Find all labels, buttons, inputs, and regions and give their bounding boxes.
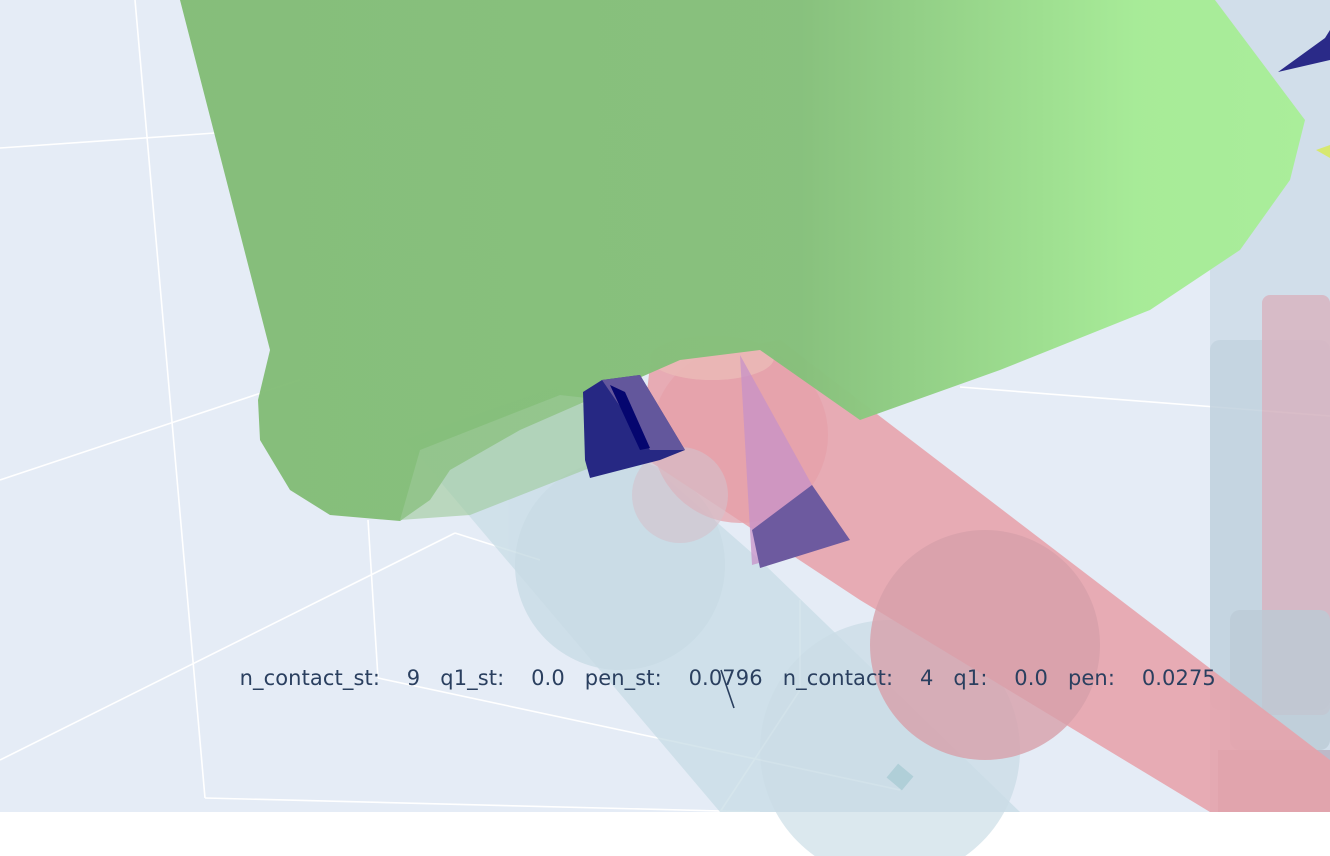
contact-marker-yellow: [1316, 145, 1330, 158]
annotation-label: q1_st:: [440, 666, 505, 690]
annotation-value: 9: [406, 666, 421, 690]
annotation-item-pen: pen: 0.0275: [1068, 666, 1216, 690]
annotation-label: pen_st:: [584, 666, 662, 690]
pink-link-cylinder: [632, 336, 1330, 812]
annotation-value: 0.0: [1014, 666, 1048, 690]
annotation-value: 0.0796: [688, 666, 763, 690]
contact-cone-top-right: [1278, 30, 1330, 72]
annotation-item-pen-st: pen_st: 0.0796: [585, 666, 763, 690]
right-link-stack: [1210, 0, 1330, 812]
annotation-arrow: [720, 669, 735, 709]
annotation-value: 0.0: [531, 666, 565, 690]
annotation-item-n-contact-st: n_contact_st: 9: [240, 666, 421, 690]
contact-cone-right: [740, 355, 850, 568]
annotation-label: n_contact:: [782, 666, 894, 690]
annotation-label: n_contact_st:: [239, 666, 381, 690]
annotation-label: q1:: [953, 666, 988, 690]
annotation-value: 0.0275: [1141, 666, 1216, 690]
green-body: [180, 0, 1305, 521]
annotation-label: pen:: [1067, 666, 1116, 690]
contact-annotation: n_contact_st: 9 q1_st: 0.0 pen_st: 0.0796 n…: [226, 636, 1216, 692]
contact-cone-left: [583, 375, 685, 478]
annotation-item-q1: q1: 0.0: [953, 666, 1048, 690]
annotation-value: 4: [919, 666, 934, 690]
annotation-item-n-contact: n_contact: 4: [783, 666, 934, 690]
annotation-item-q1-st: q1_st: 0.0: [440, 666, 565, 690]
